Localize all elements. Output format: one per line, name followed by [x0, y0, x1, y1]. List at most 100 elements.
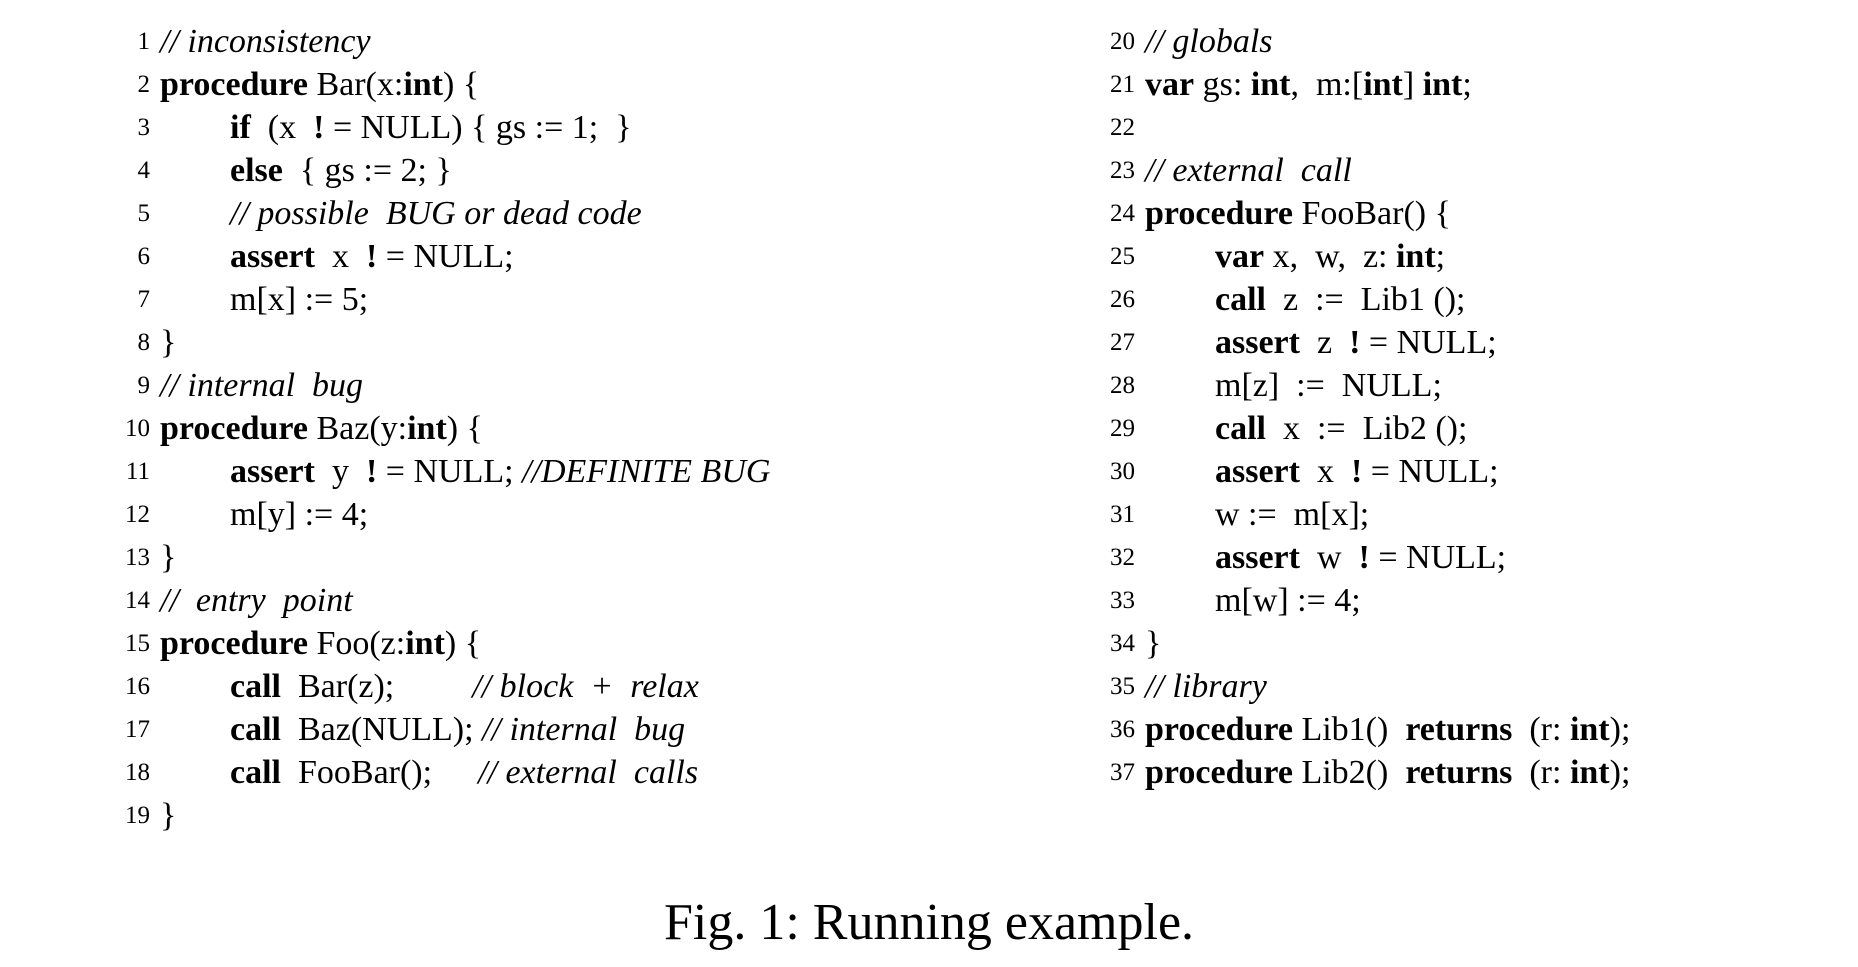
code-token: }	[160, 797, 177, 834]
keyword: int	[1422, 66, 1463, 103]
line-number: 10	[125, 415, 150, 442]
code-text: var gs: int, m:[int] int;	[1145, 63, 1472, 106]
line-number: 14	[125, 587, 150, 614]
code-text: // library	[1145, 665, 1267, 708]
comment: // block + relax	[472, 668, 699, 705]
line-number: 33	[1110, 587, 1135, 614]
code-line: 23// external call	[1085, 149, 1845, 192]
comment: // inconsistency	[160, 23, 371, 60]
code-token: }	[160, 324, 177, 361]
code-token: x := Lib2 ();	[1265, 410, 1468, 447]
code-token: w := m[x];	[1215, 496, 1370, 533]
code-line: 21 var gs: int, m:[int] int;	[1085, 63, 1845, 106]
code-line: 5// possible BUG or dead code	[100, 192, 1000, 235]
line-number: 9	[137, 372, 151, 399]
code-text: // possible BUG or dead code	[230, 192, 642, 235]
code-line: 13}	[100, 536, 1000, 579]
code-line: 10 procedure Baz(y:int) {	[100, 407, 1000, 450]
line-number: 36	[1110, 716, 1135, 743]
comment: // internal bug	[482, 711, 686, 748]
line-number: 37	[1110, 759, 1135, 786]
code-text: procedure Lib2() returns (r: int);	[1145, 751, 1630, 794]
keyword: assert	[1215, 539, 1300, 576]
code-token: , m:[	[1290, 66, 1364, 103]
keyword: procedure	[160, 410, 308, 447]
line-number: 34	[1110, 630, 1135, 657]
code-token: y	[314, 453, 366, 490]
code-token: Baz(NULL);	[280, 711, 483, 748]
comment: // globals	[1145, 23, 1273, 60]
keyword: !	[1350, 453, 1363, 490]
line-number: 32	[1110, 544, 1135, 571]
code-text: call x := Lib2 ();	[1215, 407, 1467, 450]
code-token: Baz(y:	[307, 410, 408, 447]
line-number: 3	[137, 114, 151, 141]
code-text: call z := Lib1 ();	[1215, 278, 1466, 321]
code-token: Bar(x:	[307, 66, 404, 103]
code-text: // internal bug	[160, 364, 363, 407]
code-text: // entry point	[160, 579, 353, 622]
code-token: = NULL;	[377, 453, 523, 490]
comment: // library	[1145, 668, 1267, 705]
line-number: 21	[1110, 71, 1135, 98]
keyword: !	[313, 109, 325, 146]
code-token: m[w] := 4;	[1215, 582, 1361, 619]
keyword: procedure	[1145, 711, 1293, 748]
code-token: );	[1609, 754, 1631, 791]
code-token: ;	[1435, 238, 1446, 275]
keyword: returns	[1405, 711, 1513, 748]
comment: // external calls	[478, 754, 699, 791]
code-token: m[z] := NULL;	[1215, 367, 1442, 404]
code-line: 19}	[100, 794, 1000, 837]
code-text: procedure FooBar() {	[1145, 192, 1451, 235]
line-number: 30	[1110, 458, 1135, 485]
code-line: 34}	[1085, 622, 1845, 665]
code-token: ) {	[444, 625, 482, 662]
code-line: 31 w := m[x];	[1085, 493, 1845, 536]
keyword: int	[1569, 711, 1610, 748]
code-text: procedure Baz(y:int) {	[160, 407, 483, 450]
keyword: if	[230, 109, 251, 146]
code-token: FooBar() {	[1292, 195, 1451, 232]
code-token: x, w, z:	[1264, 238, 1396, 275]
code-text: procedure Foo(z:int) {	[160, 622, 481, 665]
keyword: returns	[1405, 754, 1513, 791]
code-line: 14 // entry point	[100, 579, 1000, 622]
line-number: 24	[1110, 200, 1135, 227]
code-token: = NULL) { gs := 1; }	[324, 109, 632, 146]
line-number: 11	[125, 458, 150, 485]
code-line: 35// library	[1085, 665, 1845, 708]
code-text: }	[1145, 622, 1161, 665]
code-token: Bar(z);	[280, 668, 395, 705]
code-text: assert x ! = NULL;	[1215, 450, 1499, 493]
line-number: 20	[1110, 28, 1135, 55]
code-token: x	[314, 238, 366, 275]
code-line: 33 m[w] := 4;	[1085, 579, 1845, 622]
code-text: // globals	[1145, 20, 1273, 63]
code-token: m[x] := 5;	[230, 281, 369, 318]
keyword: int	[1250, 66, 1291, 103]
code-text: call FooBar();// external calls	[230, 751, 698, 794]
code-token: }	[160, 539, 177, 576]
line-number: 12	[125, 501, 150, 528]
line-number: 25	[1110, 243, 1135, 270]
keyword: procedure	[1145, 754, 1293, 791]
comment: // external call	[1145, 152, 1352, 189]
line-number: 31	[1110, 501, 1135, 528]
line-number: 1	[137, 28, 151, 55]
keyword: procedure	[160, 66, 308, 103]
code-line: 22	[1085, 106, 1845, 149]
